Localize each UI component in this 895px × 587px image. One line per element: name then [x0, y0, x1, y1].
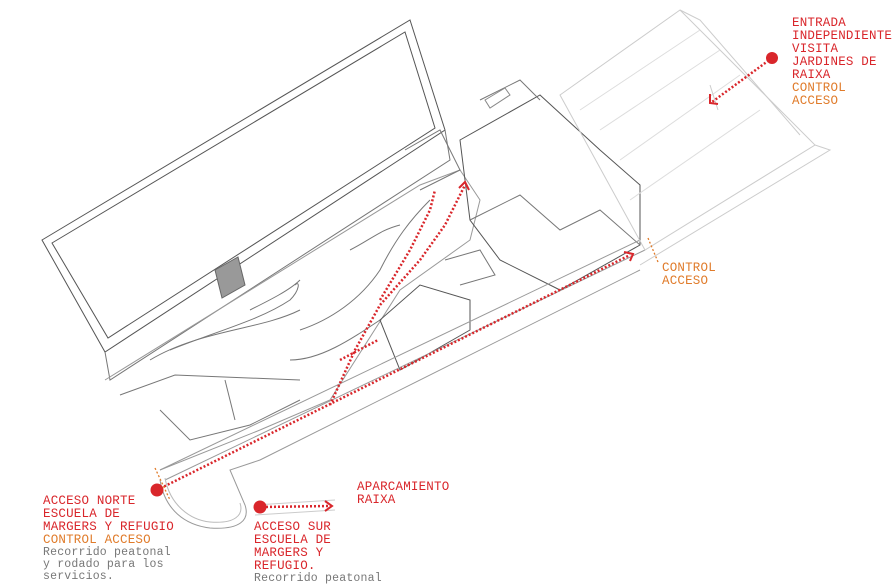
sur-line: ACCESO SUR: [254, 520, 332, 534]
entrada-control: ACCESO: [792, 94, 839, 108]
entrada-line: ENTRADA: [792, 16, 846, 30]
aparcamiento-line: APARCAMIENTO: [357, 480, 450, 494]
route-garden-a: [328, 184, 467, 406]
route-garden-b: [339, 338, 379, 362]
norte-note: y rodado para los: [43, 558, 164, 571]
arrow-icon: [458, 180, 470, 191]
control-line: CONTROL: [662, 261, 716, 275]
entrada-line: JARDINES DE: [792, 55, 877, 69]
norte-note: Recorrido peatonal: [43, 546, 171, 559]
access-routes: [156, 56, 773, 509]
norte-control: CONTROL ACCESO: [43, 533, 151, 547]
control-acceso-east-label: CONTROL ACCESO: [662, 262, 716, 288]
route-garden-c: [378, 189, 437, 301]
norte-line: ESCUELA DE: [43, 507, 121, 521]
acceso-sur-label: ACCESO SUR ESCUELA DE MARGERS Y REFUGIO.…: [254, 521, 382, 585]
sur-note: Recorrido peatonal: [254, 572, 382, 585]
access-points: [150, 52, 778, 514]
route-entrada: [711, 56, 773, 104]
arrow-icon: [324, 500, 334, 512]
arrow-icon: [709, 94, 719, 105]
entrada-label: ENTRADA INDEPENDIENTE VISITA JARDINES DE…: [792, 17, 892, 108]
aparcamiento-line: RAIXA: [357, 493, 396, 507]
control-line: ACCESO: [662, 274, 709, 288]
building-outlines: [41, 9, 832, 529]
entrada-line: INDEPENDIENTE: [792, 29, 893, 43]
control-leaders: [154, 237, 659, 501]
entrada-line: RAIXA: [792, 68, 831, 82]
norte-line: MARGERS Y REFUGIO: [43, 520, 174, 534]
entrada-point-icon: [766, 52, 778, 64]
sur-line: MARGERS Y: [254, 546, 324, 560]
sur-line: ESCUELA DE: [254, 533, 332, 547]
route-sur: [261, 504, 331, 509]
entrada-line: VISITA: [792, 42, 839, 56]
acceso-sur-point-icon: [253, 500, 267, 514]
sur-line: REFUGIO.: [254, 559, 316, 573]
arrow-icon: [623, 251, 635, 262]
acceso-norte-point-icon: [150, 483, 164, 497]
aparcamiento-label: APARCAMIENTO RAIXA: [357, 481, 449, 507]
entrada-control: CONTROL: [792, 81, 846, 95]
route-north-main: [156, 253, 631, 492]
arrowheads: [324, 94, 719, 512]
norte-line: ACCESO NORTE: [43, 494, 136, 508]
acceso-norte-label: ACCESO NORTE ESCUELA DE MARGERS Y REFUGI…: [43, 495, 174, 583]
norte-note: servicios.: [43, 570, 115, 583]
